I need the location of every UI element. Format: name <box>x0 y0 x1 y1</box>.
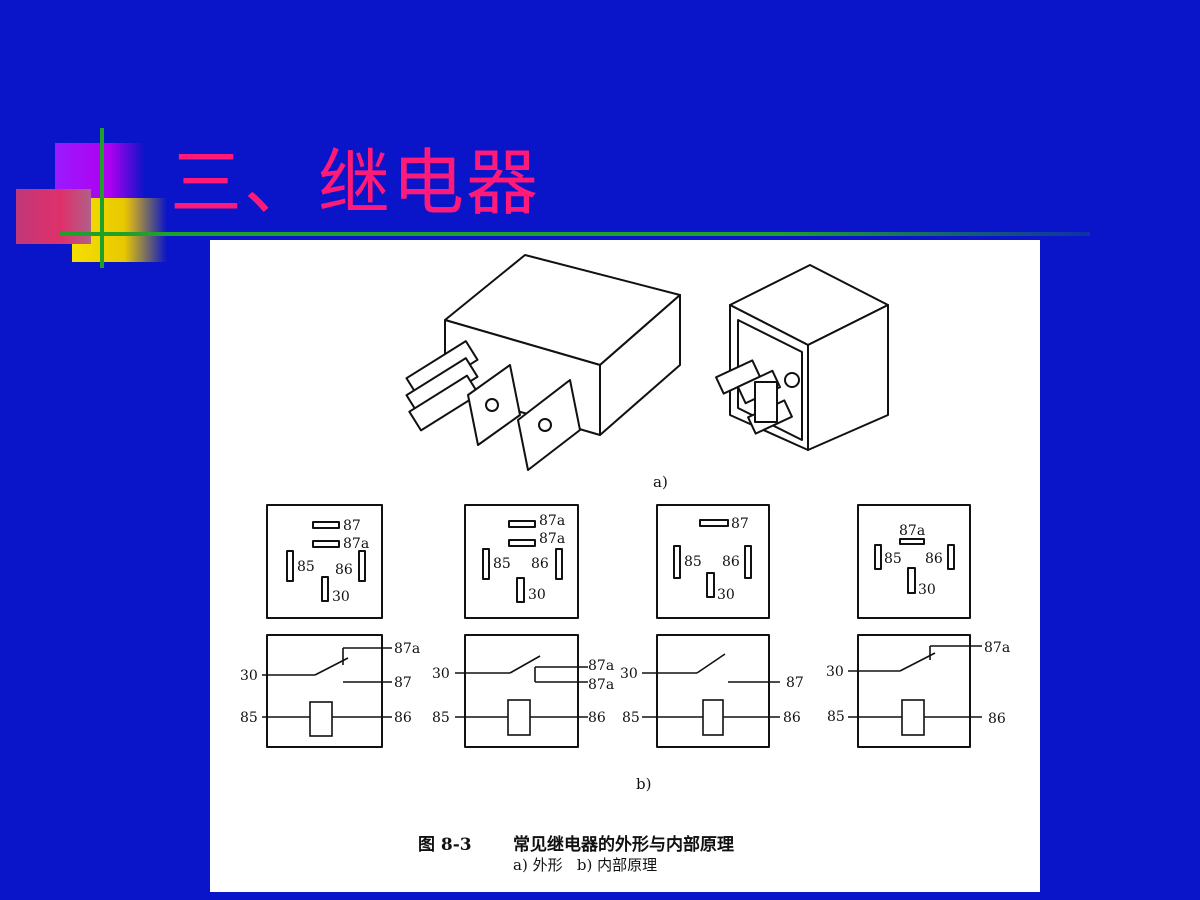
pin-slot <box>907 567 916 594</box>
terminal-label: 86 <box>588 710 606 726</box>
pin-slot <box>312 540 340 548</box>
pin-label: 87 <box>731 516 749 532</box>
pin-slot <box>874 544 882 570</box>
terminal-label: 30 <box>240 668 258 684</box>
schematic-box-4 <box>857 634 971 748</box>
pin-slot <box>321 576 329 602</box>
terminal-label: 30 <box>432 666 450 682</box>
pin-slot <box>706 572 715 598</box>
subfigure-label-b: b) <box>636 775 651 793</box>
accent-line-vertical <box>100 128 104 268</box>
pin-slot <box>744 545 752 579</box>
pin-label: 85 <box>297 559 315 575</box>
pin-slot <box>899 538 925 545</box>
pin-label: 30 <box>918 582 936 598</box>
pin-slot <box>516 577 525 603</box>
terminal-label: 30 <box>826 664 844 680</box>
accent-line-horizontal <box>60 232 1090 236</box>
pin-label: 87a <box>539 531 565 547</box>
pin-slot <box>508 539 536 547</box>
pin-slot <box>358 550 366 582</box>
relay-illustration-2 <box>715 264 889 451</box>
pin-label: 86 <box>335 562 353 578</box>
relay-illustration-1 <box>405 254 681 471</box>
pin-slot <box>699 519 729 527</box>
terminal-label: 85 <box>240 710 258 726</box>
relay-figure: 87 87a 85 86 30 87a 87a 85 86 30 87 85 8… <box>210 240 1040 892</box>
pin-slot <box>508 520 536 528</box>
pin-label: 87a <box>343 536 369 552</box>
pinout-box-3 <box>656 504 770 619</box>
pin-label: 87 <box>343 518 361 534</box>
pinout-box-1 <box>266 504 383 619</box>
pin-label: 85 <box>884 551 902 567</box>
slide-title: 三、继电器 <box>170 141 541 225</box>
pin-slot <box>312 521 340 529</box>
pin-slot <box>482 548 490 580</box>
terminal-label: 87a <box>984 640 1010 656</box>
pin-slot <box>286 550 294 582</box>
schematic-box-3 <box>656 634 770 748</box>
terminal-label: 87a <box>588 658 614 674</box>
schematic-box-2 <box>464 634 579 748</box>
terminal-label: 85 <box>827 709 845 725</box>
subfigure-label-a: a) <box>653 473 668 491</box>
pin-slot <box>673 545 681 579</box>
pin-label: 30 <box>717 587 735 603</box>
relay-diagram: 87 87a 85 86 30 87a 87a 85 86 30 87 85 8… <box>240 254 1010 874</box>
pin-label: 86 <box>925 551 943 567</box>
pin-label: 87a <box>539 513 565 529</box>
terminal-label: 30 <box>620 666 638 682</box>
pinout-box-4 <box>857 504 971 619</box>
terminal-label: 85 <box>432 710 450 726</box>
terminal-label: 86 <box>394 710 412 726</box>
pin-label: 86 <box>722 554 740 570</box>
pin-label: 85 <box>684 554 702 570</box>
terminal-label: 87a <box>394 641 420 657</box>
pin-label: 86 <box>531 556 549 572</box>
pin-slot <box>555 548 563 580</box>
terminal-label: 85 <box>622 710 640 726</box>
caption-title: 常见继电器的外形与内部原理 <box>513 834 734 855</box>
terminal-label: 87 <box>394 675 412 691</box>
terminal-label: 86 <box>783 710 801 726</box>
terminal-label: 86 <box>988 711 1006 727</box>
pinout-box-2 <box>464 504 579 619</box>
pin-label: 85 <box>493 556 511 572</box>
pin-label: 87a <box>899 523 925 539</box>
pin-label: 30 <box>528 587 546 603</box>
pin-slot <box>947 544 955 570</box>
terminal-label: 87a <box>588 677 614 693</box>
pin-label: 30 <box>332 589 350 605</box>
caption-number: 图 8-3 <box>418 835 472 855</box>
terminal-label: 87 <box>786 675 804 691</box>
schematic-box-1 <box>266 634 383 748</box>
subcaption: a) 外形 b) 内部原理 <box>513 856 657 874</box>
